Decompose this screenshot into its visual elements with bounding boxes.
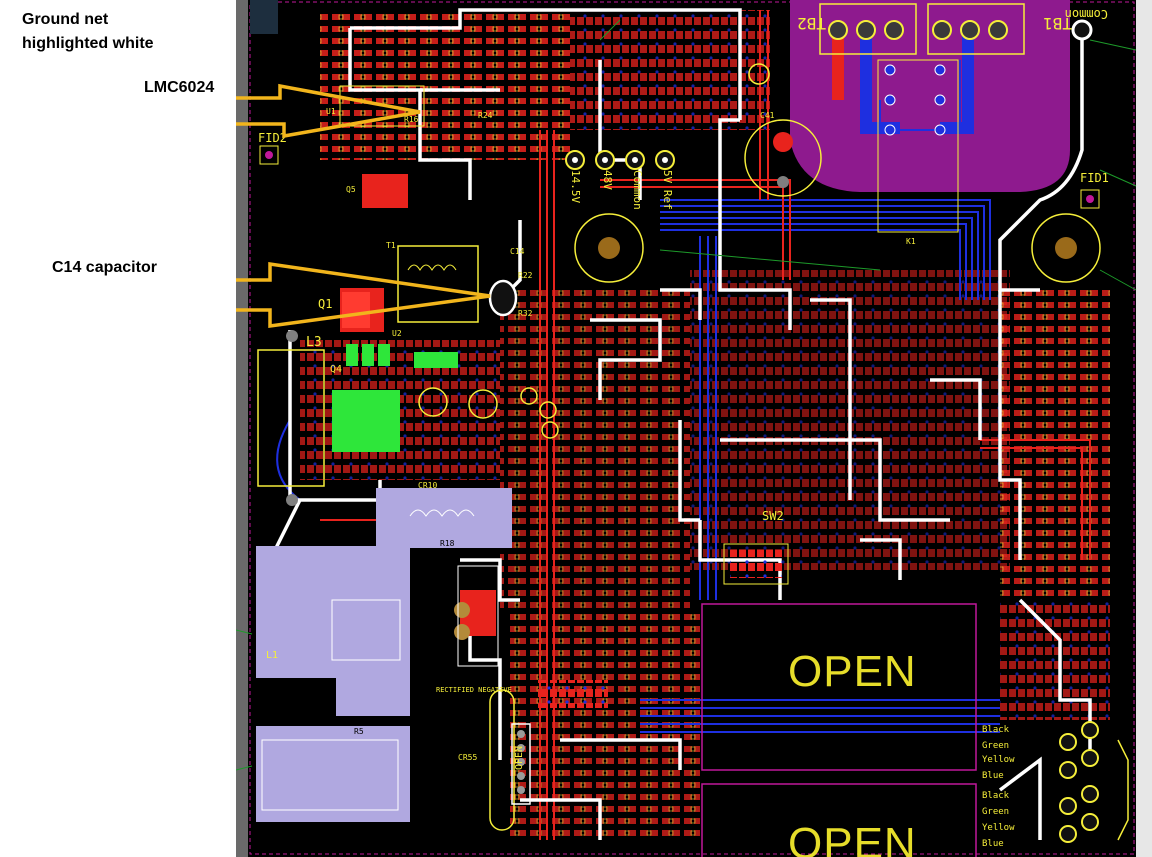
label-open-upper: OPEN: [788, 647, 917, 696]
wire-connectors[interactable]: [1059, 721, 1099, 843]
label-14p5v: 14.5V: [569, 170, 582, 203]
label-fid1: FID1: [1080, 171, 1109, 185]
wire-color-label: Blue: [982, 839, 1004, 849]
label-open-lower: OPEN: [788, 819, 917, 857]
test-points[interactable]: [565, 150, 675, 170]
label-tb1: TB1: [1043, 14, 1072, 33]
wire-color-label: Blue: [982, 771, 1004, 781]
label-fid2: FID2: [258, 131, 287, 145]
callout-arrows: [236, 83, 491, 329]
label-r24: R24: [478, 111, 493, 120]
lmc6024-callout-arrow: [236, 83, 421, 139]
label-tb2: TB2: [797, 14, 826, 33]
wire-color-label: Black: [982, 725, 1010, 735]
label-r18: R18: [440, 539, 455, 548]
label-q1: Q1: [318, 297, 332, 311]
ground-net-annotation-line1: Ground net: [22, 11, 109, 28]
top-layer-traces: [320, 10, 1091, 840]
label-rectified-negative: RECTIFIED NEGATIVE: [436, 686, 512, 694]
label-cr10: CR10: [418, 481, 437, 490]
keepout-regions: [256, 488, 512, 822]
c14-callout-arrow: [236, 261, 491, 329]
c14-capacitor[interactable]: [488, 279, 518, 317]
label-open-vertical: OPEN: [514, 746, 525, 770]
label-u2: U2: [392, 329, 402, 338]
label-c14: C14: [510, 247, 525, 256]
open-vertical-slot[interactable]: [489, 689, 515, 831]
q5-package[interactable]: [362, 174, 408, 208]
ground-net-annotation-line2: highlighted white: [22, 35, 154, 52]
k1-outline[interactable]: [877, 59, 959, 233]
label-q4: Q4: [330, 364, 342, 375]
ground-net-annotation: Ground net highlighted white: [22, 8, 154, 56]
open-area-upper[interactable]: [701, 603, 977, 771]
label-r32: R32: [518, 309, 533, 318]
label-common: Common: [1065, 7, 1108, 21]
label-q5: Q5: [346, 185, 356, 194]
lmc6024-chip[interactable]: [339, 85, 425, 127]
label-r16: R16: [404, 115, 419, 124]
label-u1: U1: [326, 107, 336, 116]
wire-color-label: Black: [982, 791, 1010, 801]
l3-outline[interactable]: [257, 349, 325, 487]
label-cr55: CR55: [458, 753, 477, 762]
terminal-block-tb1[interactable]: [927, 3, 1025, 55]
sw2-switch[interactable]: [723, 543, 789, 585]
open-area-lower[interactable]: [701, 783, 977, 857]
wire-color-label: Green: [982, 807, 1009, 817]
common-terminal[interactable]: [1071, 19, 1093, 41]
wire-color-label: Green: [982, 741, 1009, 751]
label-sw2: SW2: [762, 509, 784, 523]
lmc6024-annotation: LMC6024: [144, 79, 215, 96]
mounting-holes: [574, 119, 1101, 283]
wire-color-label: Yellow: [982, 823, 1015, 833]
label-t1: T1: [386, 241, 396, 250]
label-r22: R22: [518, 271, 533, 280]
pin-header[interactable]: [511, 723, 531, 805]
label-k1: K1: [906, 237, 916, 246]
pcb-layout-canvas[interactable]: TB2 TB1 Common K1 FID1 FID2 L3 L1 Q1 Q4 …: [236, 0, 1152, 857]
label-48v: 48V: [601, 170, 614, 190]
ratsnest-lines: [236, 19, 1137, 771]
label-l3: L3: [306, 335, 322, 350]
terminal-block-tb2[interactable]: [819, 3, 917, 55]
label-r5: R5: [354, 727, 364, 736]
label-common-tp: Common: [631, 170, 644, 210]
c14-annotation: C14 capacitor: [52, 259, 157, 276]
label-l1: L1: [266, 650, 278, 661]
q4-package[interactable]: [332, 390, 400, 452]
wire-color-label: Yellow: [982, 755, 1015, 765]
label-c41: C41: [760, 111, 775, 120]
label-5v-ref: 5V Ref: [661, 170, 674, 210]
